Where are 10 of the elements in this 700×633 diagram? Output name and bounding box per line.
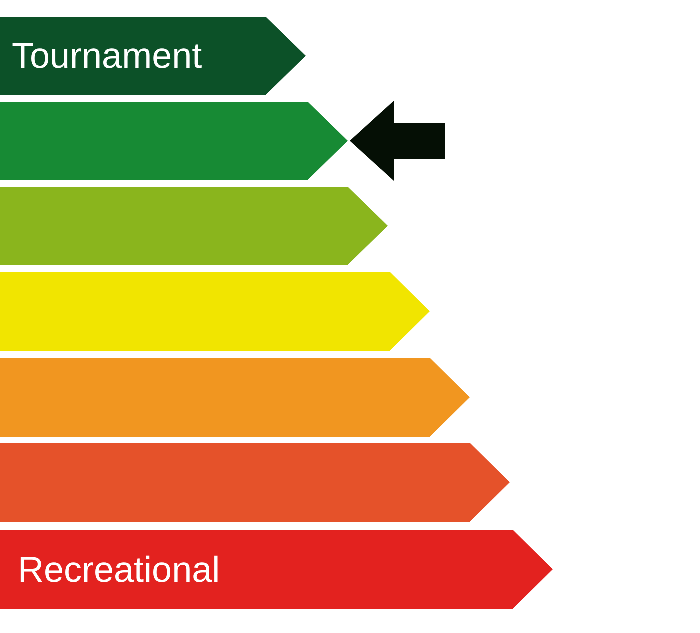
arrow-bar xyxy=(0,358,470,437)
arrow-bar xyxy=(0,443,510,522)
arrow-bar xyxy=(0,187,388,265)
arrow-bar xyxy=(0,17,306,95)
arrow-bar xyxy=(0,102,348,180)
arrow-bar xyxy=(0,530,553,609)
bar-label: Recreational xyxy=(17,548,220,590)
bar-label: Tournament xyxy=(11,35,202,77)
arrow-bar xyxy=(0,272,430,351)
pointer-arrow xyxy=(350,101,445,181)
